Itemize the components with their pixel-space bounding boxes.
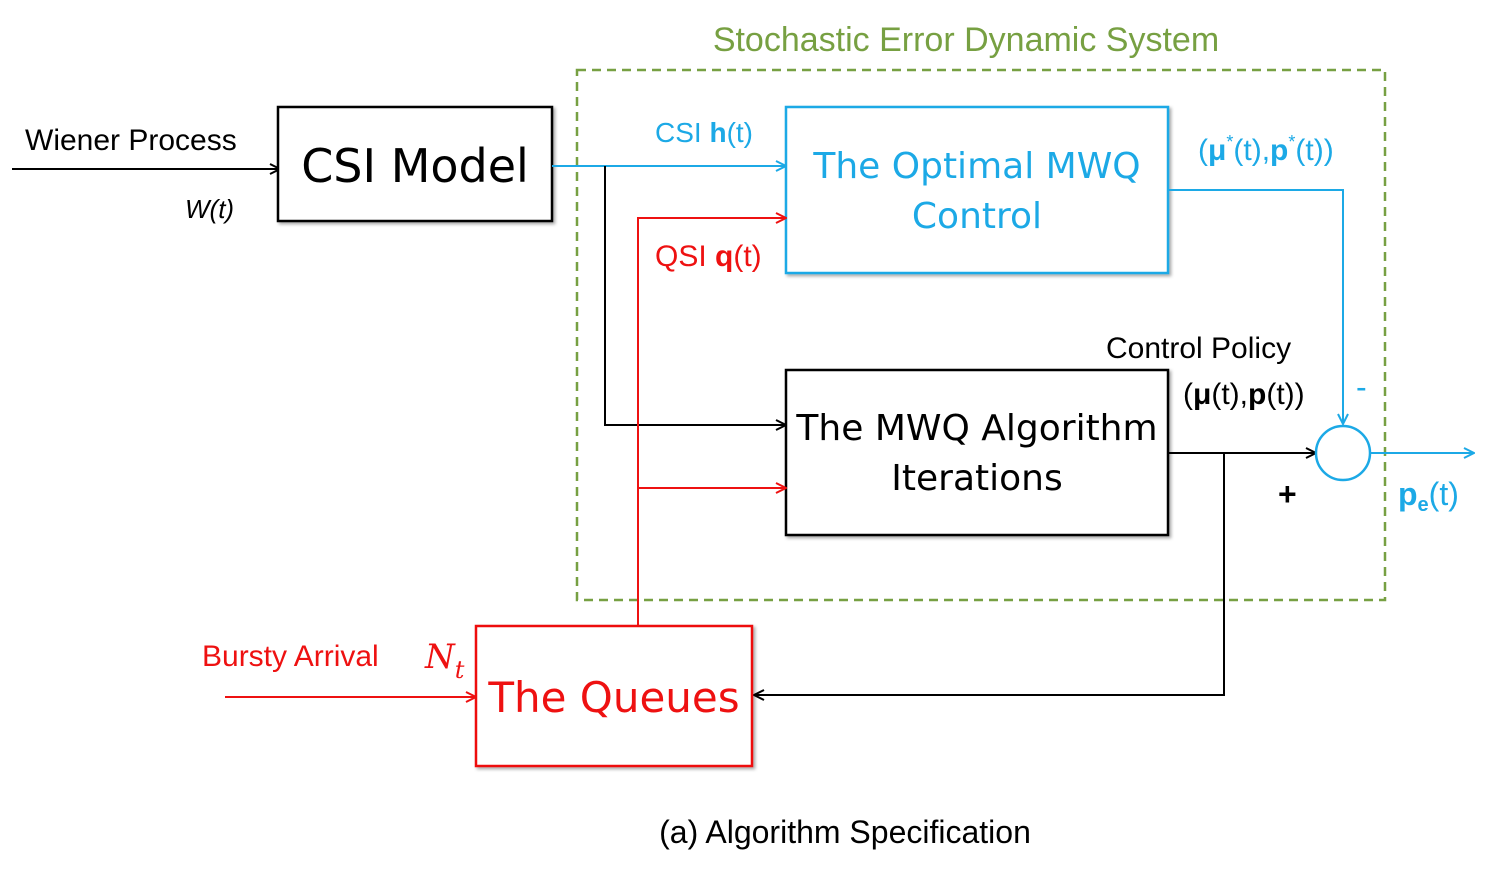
- system-title: Stochastic Error Dynamic System: [713, 21, 1219, 59]
- csi-signal-label: CSI h(t): [655, 117, 753, 148]
- minus-sign: -: [1356, 369, 1367, 405]
- optimal-mwq-label-1: The Optimal MWQ: [812, 146, 1140, 187]
- error-output-label: pe(t): [1398, 476, 1459, 516]
- mwq-iterations-label-2: Iterations: [891, 458, 1062, 499]
- feedback-line: [754, 453, 1225, 695]
- bursty-arrival-label: Bursty Arrival: [202, 640, 379, 673]
- control-policy-signal: (μ(t),p(t)): [1183, 378, 1305, 411]
- mwq-iterations-label-1: The MWQ Algorithm: [795, 408, 1157, 449]
- wiener-process-label: Wiener Process: [25, 124, 237, 157]
- optimal-output-label: (μ*(t),p*(t)): [1198, 132, 1334, 167]
- bursty-arrival-symbol: Nt: [424, 637, 465, 684]
- figure-caption: (a) Algorithm Specification: [659, 814, 1031, 850]
- mwq-iterations-box: [784, 368, 1170, 537]
- csi-model-box: [276, 105, 554, 223]
- queues-label: The Queues: [487, 673, 739, 722]
- wiener-signal-label: W(t): [185, 194, 234, 224]
- queues-box: [474, 624, 754, 768]
- csi-branch-line: [604, 166, 786, 425]
- plus-sign: +: [1278, 476, 1297, 512]
- optimal-mwq-box: [784, 105, 1170, 275]
- summing-junction: [1314, 424, 1372, 482]
- qsi-signal-line: [637, 218, 786, 627]
- qsi-signal-label: QSI q(t): [655, 240, 762, 273]
- optimal-output-line: [1168, 189, 1343, 424]
- system-boundary: [575, 68, 1387, 602]
- csi-model-label: CSI Model: [301, 139, 529, 193]
- optimal-mwq-label-2: Control: [912, 196, 1042, 237]
- control-policy-label: Control Policy: [1106, 332, 1291, 365]
